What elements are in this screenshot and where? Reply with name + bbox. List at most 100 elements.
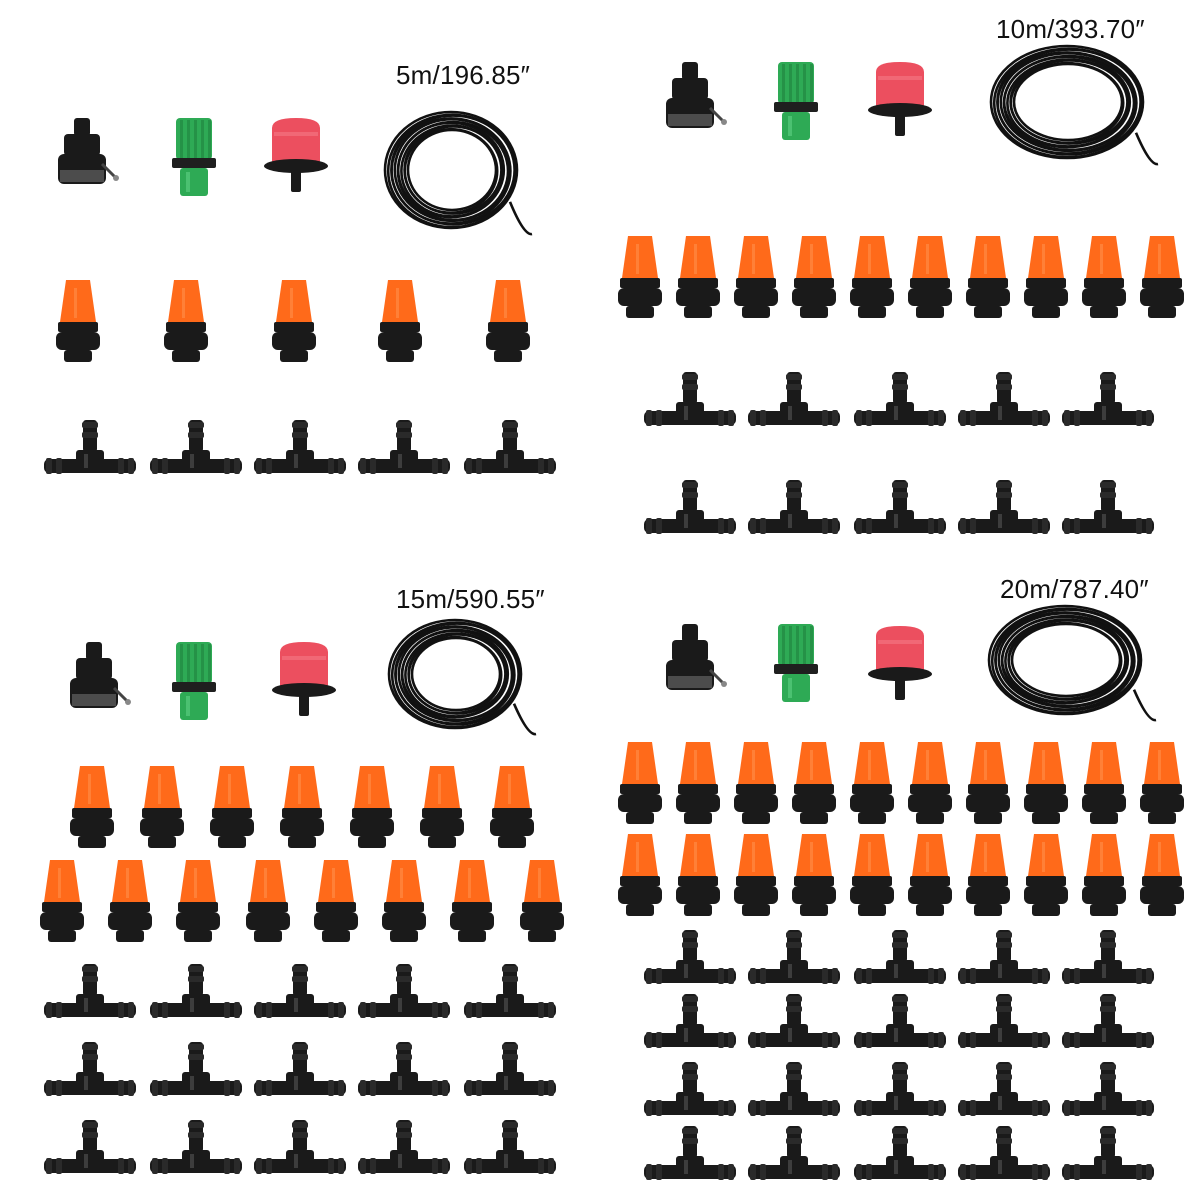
mist-nozzle bbox=[734, 236, 778, 318]
mist-nozzle bbox=[1082, 834, 1126, 916]
tee-connector bbox=[44, 964, 136, 1018]
mist-nozzle bbox=[210, 766, 254, 848]
mist-nozzle bbox=[908, 834, 952, 916]
quick-connector bbox=[774, 62, 818, 140]
tee-connector bbox=[644, 480, 736, 534]
tee-connector bbox=[748, 994, 840, 1048]
tee-connector bbox=[1062, 480, 1154, 534]
mist-nozzle bbox=[966, 742, 1010, 824]
mist-nozzle bbox=[378, 280, 422, 362]
mist-nozzle bbox=[56, 280, 100, 362]
quick-connector bbox=[774, 624, 818, 702]
mist-nozzle bbox=[246, 860, 290, 942]
mist-nozzle bbox=[966, 834, 1010, 916]
tee-connector bbox=[464, 1120, 556, 1174]
mist-nozzle bbox=[450, 860, 494, 942]
mist-nozzle bbox=[382, 860, 426, 942]
panel-1-length-label: 5m/196.85″ bbox=[396, 60, 531, 90]
tee-connector bbox=[958, 930, 1050, 984]
mist-nozzle bbox=[486, 280, 530, 362]
tee-connector bbox=[464, 420, 556, 474]
mist-nozzle bbox=[792, 834, 836, 916]
drip-emitter bbox=[264, 118, 328, 192]
tee-connector bbox=[748, 480, 840, 534]
tee-connector bbox=[44, 1042, 136, 1096]
faucet-adapter bbox=[70, 642, 131, 708]
quick-connector bbox=[172, 118, 216, 196]
tee-connector bbox=[464, 964, 556, 1018]
quick-connector bbox=[172, 642, 216, 720]
tee-connector bbox=[644, 930, 736, 984]
mist-nozzle bbox=[676, 834, 720, 916]
tee-connector bbox=[958, 480, 1050, 534]
mist-nozzle bbox=[40, 860, 84, 942]
mist-nozzle bbox=[676, 742, 720, 824]
mist-nozzle bbox=[618, 236, 662, 318]
mist-nozzle bbox=[272, 280, 316, 362]
tee-connector bbox=[254, 420, 346, 474]
tee-connector bbox=[748, 372, 840, 426]
tee-connector bbox=[1062, 1062, 1154, 1116]
tee-connector bbox=[44, 420, 136, 474]
mist-nozzle bbox=[850, 742, 894, 824]
tee-connector bbox=[854, 994, 946, 1048]
drip-emitter bbox=[272, 642, 336, 716]
mist-nozzle bbox=[108, 860, 152, 942]
mist-nozzle bbox=[1140, 236, 1184, 318]
mist-nozzle bbox=[70, 766, 114, 848]
mist-nozzle bbox=[734, 742, 778, 824]
mist-nozzle bbox=[350, 766, 394, 848]
mist-nozzle bbox=[1140, 834, 1184, 916]
mist-nozzle bbox=[850, 236, 894, 318]
tee-connector bbox=[150, 420, 242, 474]
tee-connector bbox=[464, 1042, 556, 1096]
tee-connector bbox=[644, 372, 736, 426]
panel-3-length-label: 15m/590.55″ bbox=[396, 584, 545, 614]
mist-nozzle bbox=[520, 860, 564, 942]
tee-connector bbox=[150, 1120, 242, 1174]
faucet-adapter bbox=[58, 118, 119, 184]
tee-connector bbox=[958, 1126, 1050, 1180]
tee-connector bbox=[254, 1042, 346, 1096]
tee-connector bbox=[854, 1062, 946, 1116]
tee-connector bbox=[1062, 994, 1154, 1048]
tee-connector bbox=[358, 1042, 450, 1096]
tubing-coil bbox=[383, 110, 533, 236]
faucet-adapter bbox=[666, 62, 727, 128]
tee-connector bbox=[958, 994, 1050, 1048]
faucet-adapter bbox=[666, 624, 727, 690]
mist-nozzle bbox=[314, 860, 358, 942]
mist-nozzle bbox=[618, 834, 662, 916]
mist-nozzle bbox=[280, 766, 324, 848]
tee-connector bbox=[748, 930, 840, 984]
tee-connector bbox=[958, 1062, 1050, 1116]
mist-nozzle bbox=[1024, 834, 1068, 916]
tee-connector bbox=[358, 420, 450, 474]
drip-emitter bbox=[868, 626, 932, 700]
tee-connector bbox=[44, 1120, 136, 1174]
mist-nozzle bbox=[792, 236, 836, 318]
kit-parts bbox=[40, 44, 1184, 1180]
mist-nozzle bbox=[1140, 742, 1184, 824]
tee-connector bbox=[958, 372, 1050, 426]
mist-nozzle bbox=[1082, 236, 1126, 318]
mist-nozzle bbox=[618, 742, 662, 824]
panel-2-length-label: 10m/393.70″ bbox=[996, 14, 1145, 44]
tee-connector bbox=[854, 1126, 946, 1180]
tee-connector bbox=[150, 1042, 242, 1096]
tee-connector bbox=[854, 372, 946, 426]
mist-nozzle bbox=[490, 766, 534, 848]
tee-connector bbox=[254, 964, 346, 1018]
tee-connector bbox=[150, 964, 242, 1018]
tee-connector bbox=[748, 1062, 840, 1116]
tee-connector bbox=[358, 964, 450, 1018]
panel-4-length-label: 20m/787.40″ bbox=[1000, 574, 1149, 604]
mist-nozzle bbox=[792, 742, 836, 824]
tee-connector bbox=[1062, 372, 1154, 426]
tee-connector bbox=[358, 1120, 450, 1174]
mist-nozzle bbox=[420, 766, 464, 848]
mist-nozzle bbox=[176, 860, 220, 942]
tubing-coil bbox=[387, 618, 537, 736]
